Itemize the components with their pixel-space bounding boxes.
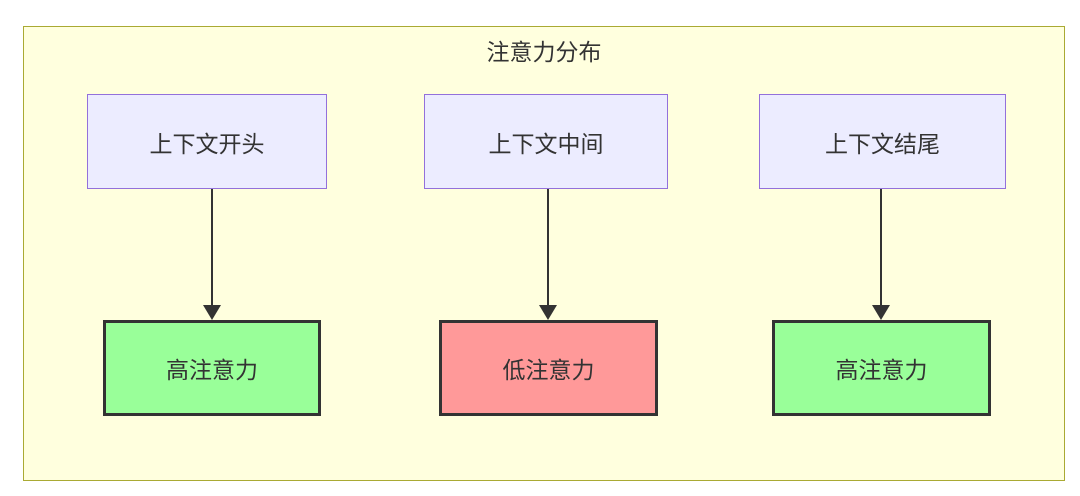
node-context-middle: 上下文中间 <box>424 94 668 189</box>
node-high-attention-start: 高注意力 <box>103 320 321 416</box>
node-context-end-label: 上下文结尾 <box>825 130 940 157</box>
node-low-attention-middle: 低注意力 <box>439 320 658 416</box>
arrow-head <box>539 305 557 320</box>
arrow-line <box>547 189 549 306</box>
node-high-attention-end: 高注意力 <box>772 320 991 416</box>
node-context-start-label: 上下文开头 <box>149 130 265 157</box>
node-high-attention-end-label: 高注意力 <box>835 357 928 383</box>
attention-distribution-diagram: 注意力分布 上下文开头 高注意力 上下文中间 低注意力 上下文结尾 高注意力 <box>23 26 1065 481</box>
arrow-down-icon <box>539 189 557 320</box>
node-low-attention-middle-label: 低注意力 <box>502 357 595 383</box>
arrow-down-icon <box>872 189 890 320</box>
diagram-title: 注意力分布 <box>486 39 602 65</box>
node-context-end: 上下文结尾 <box>759 94 1006 189</box>
arrow-line <box>880 189 882 306</box>
arrow-down-icon <box>203 189 221 320</box>
node-context-middle-label: 上下文中间 <box>488 130 604 157</box>
arrow-head <box>203 305 221 320</box>
node-high-attention-start-label: 高注意力 <box>166 357 258 383</box>
node-context-start: 上下文开头 <box>87 94 327 189</box>
arrow-line <box>211 189 213 306</box>
arrow-head <box>872 305 890 320</box>
